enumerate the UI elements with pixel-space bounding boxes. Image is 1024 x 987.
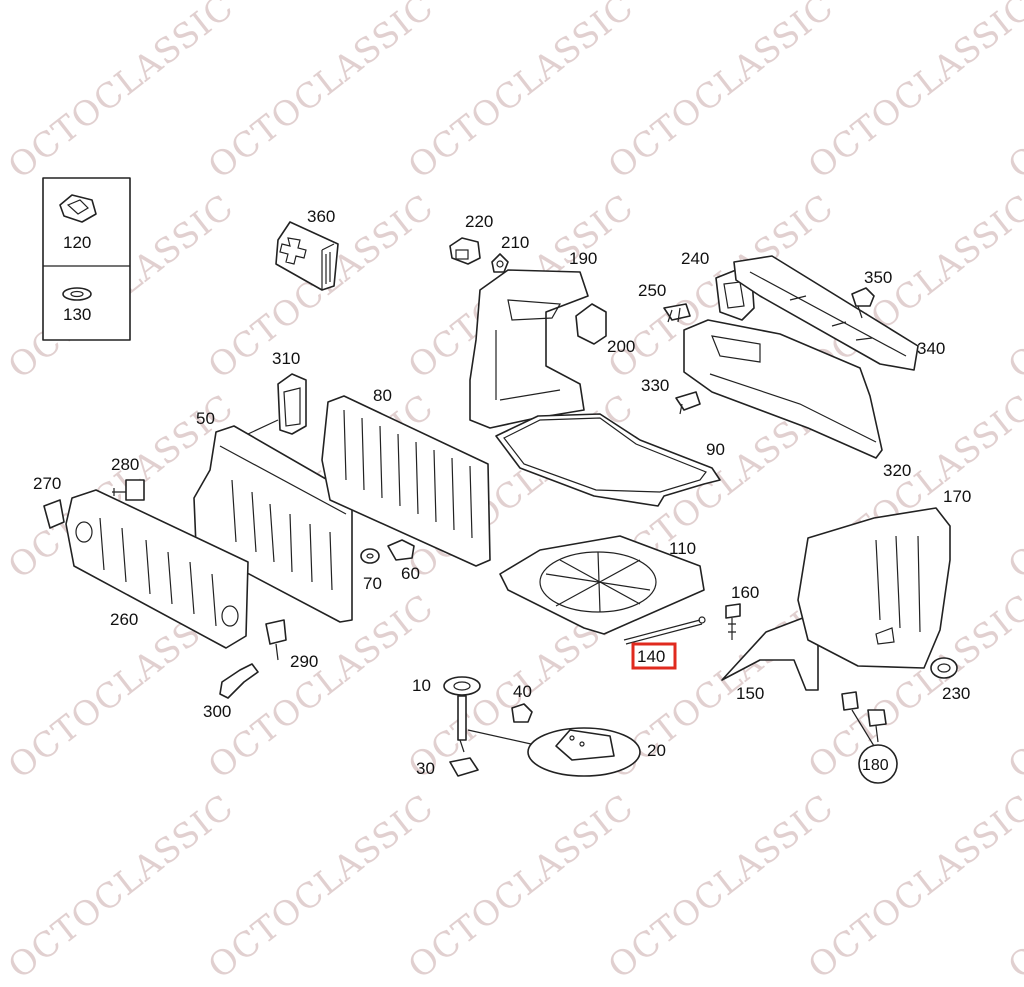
label-40[interactable]: 40 — [513, 682, 532, 701]
bracket-310-drawing — [277, 373, 307, 435]
washer-70-drawing — [360, 548, 380, 564]
label-50[interactable]: 50 — [196, 409, 215, 428]
label-240[interactable]: 240 — [681, 249, 709, 268]
label-20[interactable]: 20 — [647, 741, 666, 760]
highlight-box — [631, 642, 677, 670]
label-300[interactable]: 300 — [203, 702, 231, 721]
nut-40-drawing — [511, 703, 533, 723]
first-aid-kit-drawing — [275, 221, 339, 291]
wedge-20-drawing — [527, 727, 641, 777]
cap-210-drawing — [491, 253, 509, 273]
label-270[interactable]: 270 — [33, 474, 61, 493]
label-250[interactable]: 250 — [638, 281, 666, 300]
side-trim-190-drawing — [469, 269, 589, 429]
panel-260-drawing — [65, 489, 249, 649]
bracket-220-drawing — [449, 237, 481, 265]
bolt-280-drawing — [112, 479, 145, 501]
label-120[interactable]: 120 — [63, 233, 91, 252]
clip-120-drawing — [59, 194, 97, 223]
label-130[interactable]: 130 — [63, 305, 91, 324]
label-290[interactable]: 290 — [290, 652, 318, 671]
label-280[interactable]: 280 — [111, 455, 139, 474]
label-70[interactable]: 70 — [363, 574, 382, 593]
bracket-150-drawing — [721, 615, 819, 691]
clip-160-drawing — [725, 603, 741, 640]
label-160[interactable]: 160 — [731, 583, 759, 602]
grommet-130-drawing — [62, 287, 92, 301]
label-210[interactable]: 210 — [501, 233, 529, 252]
label-110[interactable]: 110 — [669, 539, 696, 558]
label-220[interactable]: 220 — [465, 212, 493, 231]
label-170[interactable]: 170 — [943, 487, 971, 506]
bracket-300-drawing — [219, 663, 259, 699]
label-10[interactable]: 10 — [412, 676, 431, 695]
spindle-10-drawing — [443, 676, 541, 753]
spare-tray-110-drawing — [499, 535, 705, 635]
floor-mat-90-drawing — [495, 413, 721, 507]
label-180[interactable]: 180 — [862, 757, 889, 774]
side-panel-320-drawing — [683, 319, 883, 459]
inset-box: 120 130 — [42, 177, 131, 341]
clip-330-drawing — [675, 391, 701, 415]
label-310[interactable]: 310 — [272, 349, 300, 368]
strap-140-drawing — [623, 616, 706, 645]
fastener-180-drawing — [841, 691, 898, 784]
label-330[interactable]: 330 — [641, 376, 669, 395]
label-260[interactable]: 260 — [110, 610, 138, 629]
partition-80-drawing — [321, 395, 491, 567]
label-60[interactable]: 60 — [401, 564, 420, 583]
label-200[interactable]: 200 — [607, 337, 635, 356]
clip-270-drawing — [43, 499, 65, 529]
label-230[interactable]: 230 — [942, 684, 970, 703]
base-30-drawing — [449, 757, 479, 777]
cap-200-drawing — [575, 303, 607, 345]
label-340[interactable]: 340 — [917, 339, 945, 358]
watermark-text: OCTOCLASSIC — [801, 0, 1024, 187]
label-360[interactable]: 360 — [307, 207, 335, 226]
label-350[interactable]: 350 — [864, 268, 892, 287]
bolt-60-drawing — [387, 539, 415, 561]
trim-170-drawing — [797, 507, 951, 669]
highlight-140[interactable]: 140 — [631, 642, 677, 670]
label-90[interactable]: 90 — [706, 440, 725, 459]
label-320[interactable]: 320 — [883, 461, 911, 480]
part-labels: 360 220 210 190 240 250 350 340 200 310 … — [33, 207, 971, 778]
rear-panel-340-drawing — [733, 255, 919, 371]
label-80[interactable]: 80 — [373, 386, 392, 405]
grommet-230-drawing — [930, 657, 958, 679]
clip-250-drawing — [663, 303, 691, 323]
label-30[interactable]: 30 — [416, 759, 435, 778]
label-190[interactable]: 190 — [569, 249, 597, 268]
clip-350-drawing — [851, 287, 875, 319]
label-150[interactable]: 150 — [736, 684, 764, 703]
rear-wall-50-drawing — [193, 425, 353, 623]
label-140[interactable]: 140 — [637, 647, 665, 666]
bolt-290-drawing — [265, 619, 287, 661]
